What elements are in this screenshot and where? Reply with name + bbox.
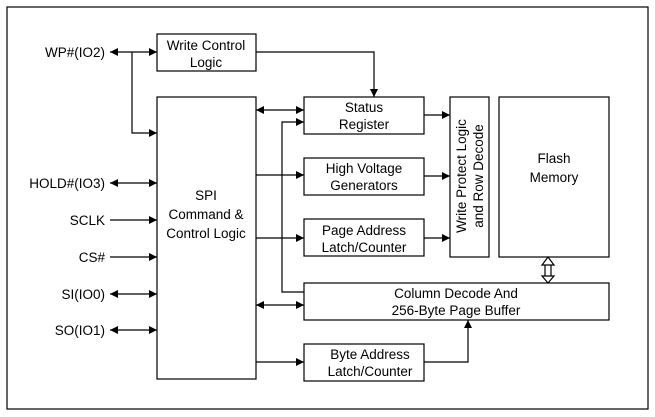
high-voltage-label-line2: Generators xyxy=(330,178,398,193)
status-register-block: Status Register xyxy=(303,96,425,135)
pin-label-cs: CS# xyxy=(79,250,106,265)
pin-label-sclk: SCLK xyxy=(70,213,105,228)
byte-address-label-line1: Byte Address xyxy=(330,347,410,362)
column-decode-to-status-bus xyxy=(281,118,304,293)
write-control-logic-block: Write Control Logic xyxy=(156,33,257,72)
flash-memory-label-line1: Flash xyxy=(537,151,570,166)
byte-address-label-line2: Latch/Counter xyxy=(328,364,413,379)
spi-label-line2: Command & xyxy=(168,207,243,222)
pin-label-so: SO(IO1) xyxy=(55,323,105,338)
diagram-frame xyxy=(6,6,649,410)
write-control-to-status-arrow xyxy=(256,51,378,97)
write-control-label-line1: Write Control xyxy=(167,38,246,53)
column-decode-page-buffer-block: Column Decode And 256-Byte Page Buffer xyxy=(303,282,610,321)
write-protect-label-line1: Write Protect Logic xyxy=(454,119,469,233)
page-address-label-line2: Latch/Counter xyxy=(322,240,407,255)
pin-label-wp: WP#(IO2) xyxy=(45,45,105,60)
write-control-label-line2: Logic xyxy=(190,55,223,70)
pin-label-si: SI(IO0) xyxy=(61,287,105,302)
flash-memory-block: Flash Memory xyxy=(498,96,610,258)
spi-command-control-block: SPI Command & Control Logic xyxy=(156,96,257,380)
byte-address-to-column-decode-arrow xyxy=(424,320,472,363)
write-protect-label-line2: and Row Decode xyxy=(471,124,486,228)
pin-label-hold: HOLD#(IO3) xyxy=(29,176,105,191)
write-protect-row-decode-block: Write Protect Logic and Row Decode xyxy=(449,96,490,258)
byte-address-latch-block: Byte Address Latch/Counter xyxy=(303,343,425,382)
page-address-latch-block: Page Address Latch/Counter xyxy=(303,218,425,257)
spi-label-line3: Control Logic xyxy=(166,226,246,241)
column-decode-label-line1: Column Decode And xyxy=(394,286,518,301)
high-voltage-generators-block: High Voltage Generators xyxy=(303,157,425,196)
status-register-label-line1: Status xyxy=(345,100,384,115)
flash-memory-label-line2: Memory xyxy=(530,170,579,185)
wp-to-spi-arrow xyxy=(131,52,157,137)
high-voltage-label-line1: High Voltage xyxy=(326,161,403,176)
flash-column-decode-arrow xyxy=(540,256,556,284)
page-address-label-line1: Page Address xyxy=(322,223,406,238)
status-register-label-line2: Register xyxy=(339,117,390,132)
column-decode-label-line2: 256-Byte Page Buffer xyxy=(392,303,521,318)
spi-label-line1: SPI xyxy=(195,188,217,203)
